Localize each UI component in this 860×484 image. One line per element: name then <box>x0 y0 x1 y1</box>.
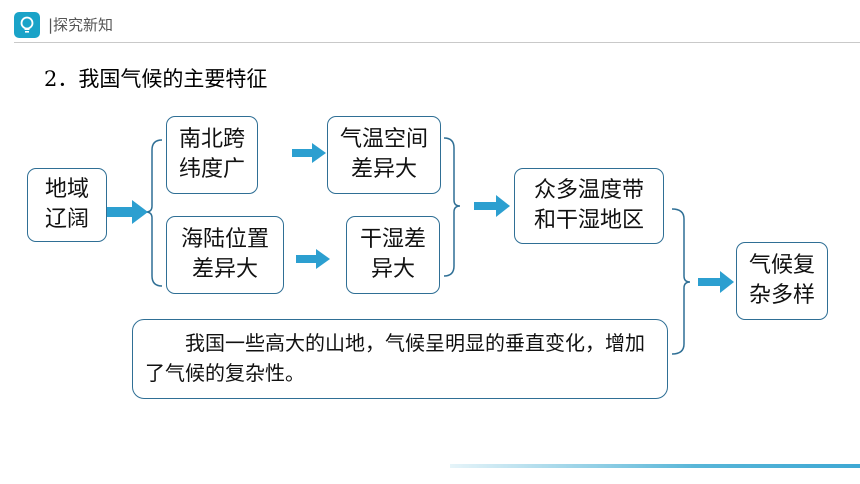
node-humidity: 干湿差 异大 <box>346 216 440 294</box>
node-zones: 众多温度带 和干湿地区 <box>514 168 664 244</box>
decorative-bottom-bar <box>450 464 860 468</box>
node-territory: 地域 辽阔 <box>27 168 107 242</box>
header-divider <box>14 42 860 43</box>
arrow-climate <box>698 271 734 293</box>
section-label: |探究新知 <box>48 16 114 34</box>
page-title: 2．我国气候的主要特征 <box>44 67 268 91</box>
arrow-territory <box>106 200 148 224</box>
arrow-latitude <box>292 143 326 163</box>
arrow-land-sea <box>296 249 330 269</box>
node-climate: 气候复 杂多样 <box>736 242 828 320</box>
note-box: 我国一些高大的山地，气候呈明显的垂直变化，增加了气候的复杂性。 <box>132 319 668 399</box>
node-temperature: 气温空间 差异大 <box>327 116 441 194</box>
node-land-sea: 海陆位置 差异大 <box>166 216 284 294</box>
arrow-zones <box>474 195 510 217</box>
node-latitude: 南北跨 纬度广 <box>166 116 258 194</box>
lightbulb-icon <box>14 12 40 38</box>
